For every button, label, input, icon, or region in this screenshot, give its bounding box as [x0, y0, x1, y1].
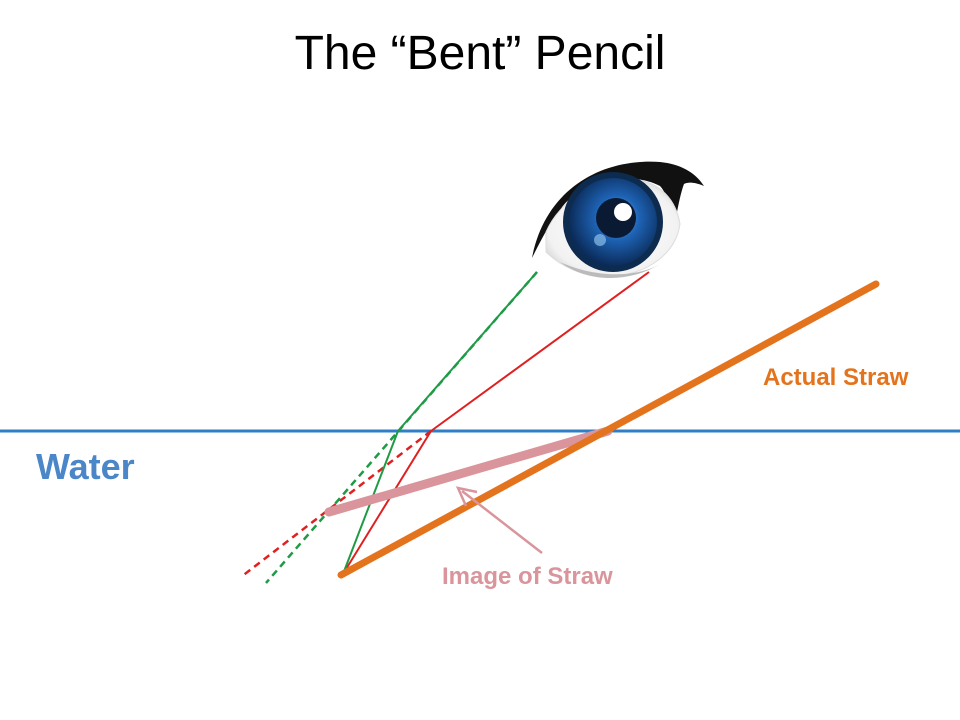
red-ray-below-water [342, 430, 432, 575]
red-ray-extension [240, 430, 432, 578]
water-label: Water [36, 446, 135, 487]
image-label-arrow-shaft [461, 490, 543, 554]
image-label-arrow-head [455, 486, 478, 507]
actual-straw-label: Actual Straw [763, 364, 909, 391]
slide-title: The “Bent” Pencil [294, 27, 666, 80]
green-ray-above-water [397, 271, 538, 432]
red-ray-above-water [430, 271, 650, 432]
image-of-straw-label: Image of Straw [442, 563, 613, 590]
eye-icon [532, 161, 704, 279]
actual-straw-line [337, 280, 880, 579]
image-of-straw-line [324, 426, 613, 517]
green-ray-extension [265, 271, 538, 584]
